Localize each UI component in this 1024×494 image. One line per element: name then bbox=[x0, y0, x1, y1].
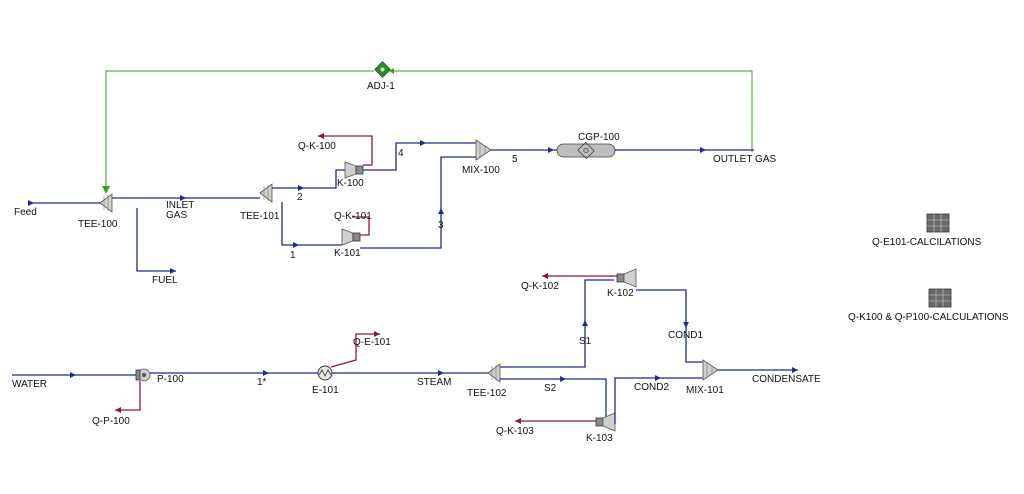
fuel-stream[interactable] bbox=[136, 208, 176, 274]
inlet-gas-label-line1: INLET bbox=[166, 200, 194, 211]
cond2-stream[interactable] bbox=[614, 375, 703, 424]
feed-stream[interactable] bbox=[28, 200, 100, 206]
k-101-label: K-101 bbox=[334, 248, 361, 259]
water-stream[interactable] bbox=[12, 372, 137, 378]
q-e-101-label: Q-E-101 bbox=[353, 337, 391, 348]
mix-101-label: MIX-101 bbox=[686, 385, 724, 396]
s1-label: S1 bbox=[579, 336, 592, 347]
stream-1[interactable] bbox=[281, 202, 342, 248]
tee-100-label: TEE-100 bbox=[78, 219, 118, 230]
k-100-compressor[interactable] bbox=[344, 161, 364, 179]
adj-1-block[interactable] bbox=[374, 61, 391, 78]
q-k-102-label: Q-K-102 bbox=[521, 281, 559, 292]
adjust-signal-loop bbox=[102, 68, 753, 194]
spreadsheet-2-label: Q-K100 & Q-P100-CALCULATIONS bbox=[848, 312, 1009, 323]
k-101-compressor[interactable] bbox=[341, 228, 361, 246]
stream-1-star[interactable] bbox=[150, 370, 318, 376]
k-100-label: K-100 bbox=[337, 178, 364, 189]
stream-1-label: 1 bbox=[290, 250, 296, 261]
inlet-gas-stream[interactable] bbox=[112, 195, 260, 201]
spreadsheet-2-icon[interactable] bbox=[928, 288, 952, 308]
tee-102-label: TEE-102 bbox=[467, 388, 507, 399]
mix-100-label: MIX-100 bbox=[462, 165, 500, 176]
steam-stream[interactable] bbox=[332, 370, 488, 376]
stream-2-label: 2 bbox=[297, 192, 303, 203]
mix-100-unit[interactable] bbox=[475, 139, 492, 161]
tee-100-unit[interactable] bbox=[99, 193, 113, 213]
spreadsheet-1-icon[interactable] bbox=[926, 213, 950, 233]
steam-label: STEAM bbox=[417, 377, 451, 388]
stream-1-star-label: 1* bbox=[257, 377, 267, 388]
s2-stream[interactable] bbox=[500, 376, 607, 418]
q-k-103-energy[interactable] bbox=[515, 418, 596, 424]
cgp-100-unit[interactable] bbox=[556, 141, 616, 160]
stream-5[interactable] bbox=[491, 147, 557, 153]
s1-stream[interactable] bbox=[500, 279, 614, 368]
stream-3-label: 3 bbox=[438, 220, 444, 231]
inlet-gas-label-line2: GAS bbox=[166, 210, 187, 221]
e-101-label: E-101 bbox=[312, 385, 339, 396]
e-101-heater[interactable] bbox=[317, 365, 333, 381]
cgp-100-label: CGP-100 bbox=[578, 132, 620, 143]
stream-4-label: 4 bbox=[398, 148, 404, 159]
adj-1-label: ADJ-1 bbox=[367, 81, 395, 92]
q-e-101-energy[interactable] bbox=[330, 331, 380, 368]
feed-label: Feed bbox=[14, 207, 37, 218]
stream-4[interactable] bbox=[363, 140, 476, 171]
q-p-100-label: Q-P-100 bbox=[92, 416, 130, 427]
tee-101-unit[interactable] bbox=[259, 183, 273, 203]
mix-101-unit[interactable] bbox=[702, 359, 719, 381]
q-k-103-label: Q-K-103 bbox=[496, 426, 534, 437]
q-k-100-energy[interactable] bbox=[318, 133, 373, 166]
condensate-label: CONDENSATE bbox=[752, 374, 821, 385]
k-102-expander[interactable] bbox=[616, 268, 637, 288]
q-p-100-energy[interactable] bbox=[115, 381, 141, 413]
cond1-label: COND1 bbox=[668, 330, 703, 341]
fuel-label: FUEL bbox=[152, 275, 178, 286]
q-k-100-label: Q-K-100 bbox=[298, 141, 336, 152]
q-k-102-energy[interactable] bbox=[542, 273, 617, 279]
outlet-gas-stream[interactable] bbox=[615, 147, 754, 153]
tee-101-label: TEE-101 bbox=[240, 211, 280, 222]
p-100-label: P-100 bbox=[157, 374, 184, 385]
k-102-label: K-102 bbox=[607, 288, 634, 299]
s2-label: S2 bbox=[544, 383, 557, 394]
condensate-stream[interactable] bbox=[718, 367, 798, 373]
water-label: WATER bbox=[12, 379, 47, 390]
p-100-pump[interactable] bbox=[135, 368, 151, 382]
spreadsheet-1-label: Q-E101-CALCILATIONS bbox=[872, 237, 982, 248]
stream-3[interactable] bbox=[360, 156, 476, 249]
stream-2[interactable] bbox=[272, 169, 346, 191]
k-103-label: K-103 bbox=[586, 433, 613, 444]
tee-102-unit[interactable] bbox=[487, 363, 501, 383]
cond2-label: COND2 bbox=[634, 382, 669, 393]
q-k-101-energy[interactable] bbox=[352, 216, 370, 236]
outlet-gas-label: OUTLET GAS bbox=[713, 154, 776, 165]
cond1-stream[interactable] bbox=[636, 289, 703, 363]
q-k-101-label: Q-K-101 bbox=[334, 211, 372, 222]
k-103-expander[interactable] bbox=[595, 412, 616, 432]
stream-5-label: 5 bbox=[512, 154, 518, 165]
